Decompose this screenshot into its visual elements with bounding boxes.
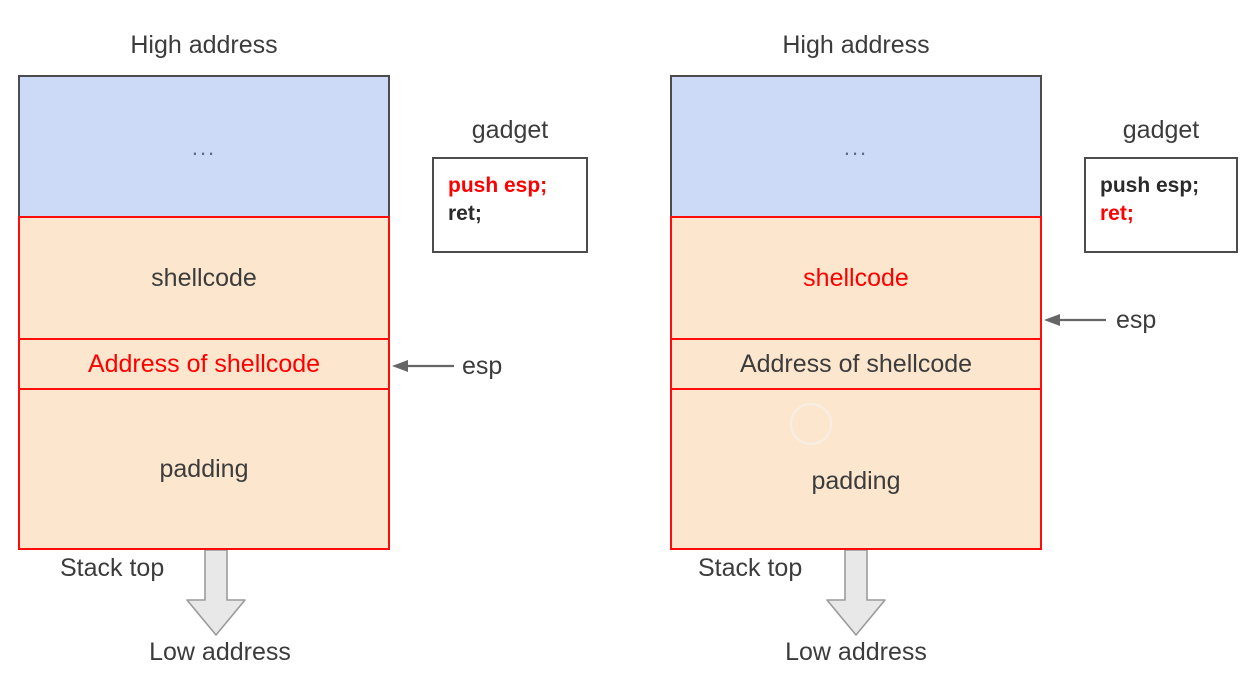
esp-pointer-arrow [390,358,456,374]
high-address-label-2: High address [782,31,930,59]
stack-block-address-of-shellcode-2: Address of shellcode [670,340,1042,390]
stack-top-label: Stack top [60,554,165,582]
gadget-line-push-esp-2: push esp; [1100,174,1200,197]
gadget-caption: gadget [471,116,549,144]
stack-block-shellcode-label: shellcode [151,263,257,292]
stray-circle-artifact [790,403,832,445]
stack-block-padding: padding [18,390,390,550]
gadget-line-push-esp: push esp; [448,174,548,197]
gadget-box: push esp; ret; [432,157,588,253]
gadget-caption-2: gadget [1122,116,1200,144]
stack-growth-down-arrow-2 [818,550,894,636]
stack-block-address-of-shellcode: Address of shellcode [18,340,390,390]
low-address-label-2: Low address [785,638,927,666]
gadget-line-ret-2: ret; [1100,201,1134,225]
stack-block-shellcode: shellcode [18,216,390,340]
stack-block-padding-2: padding [670,390,1042,550]
esp-label-2: esp [1116,306,1157,334]
low-address-label: Low address [149,638,291,666]
gadget-line-ret: ret; [448,201,482,225]
stack-block-shellcode-label-2: shellcode [803,263,909,292]
esp-pointer-arrow-2 [1042,312,1108,328]
high-address-label: High address [130,31,278,59]
stack-top-label-2: Stack top [698,554,803,582]
stack-block-ellipsis: ... [18,75,390,218]
stack-block-address-of-shellcode-label-2: Address of shellcode [739,349,973,378]
stack-growth-down-arrow [178,550,254,636]
stack-block-ellipsis-label: ... [191,134,217,160]
stack-block-shellcode-2: shellcode [670,216,1042,340]
stack-block-padding-label-2: padding [811,466,901,495]
gadget-box-2: push esp; ret; [1084,157,1238,253]
stack-block-address-of-shellcode-label: Address of shellcode [87,349,321,378]
stack-block-ellipsis-label-2: ... [843,134,869,160]
esp-label: esp [462,352,503,380]
panel-before: High address ... shellcode Address of sh… [18,31,588,666]
stack-block-padding-label: padding [159,454,249,483]
stack-block-ellipsis-2: ... [670,75,1042,218]
